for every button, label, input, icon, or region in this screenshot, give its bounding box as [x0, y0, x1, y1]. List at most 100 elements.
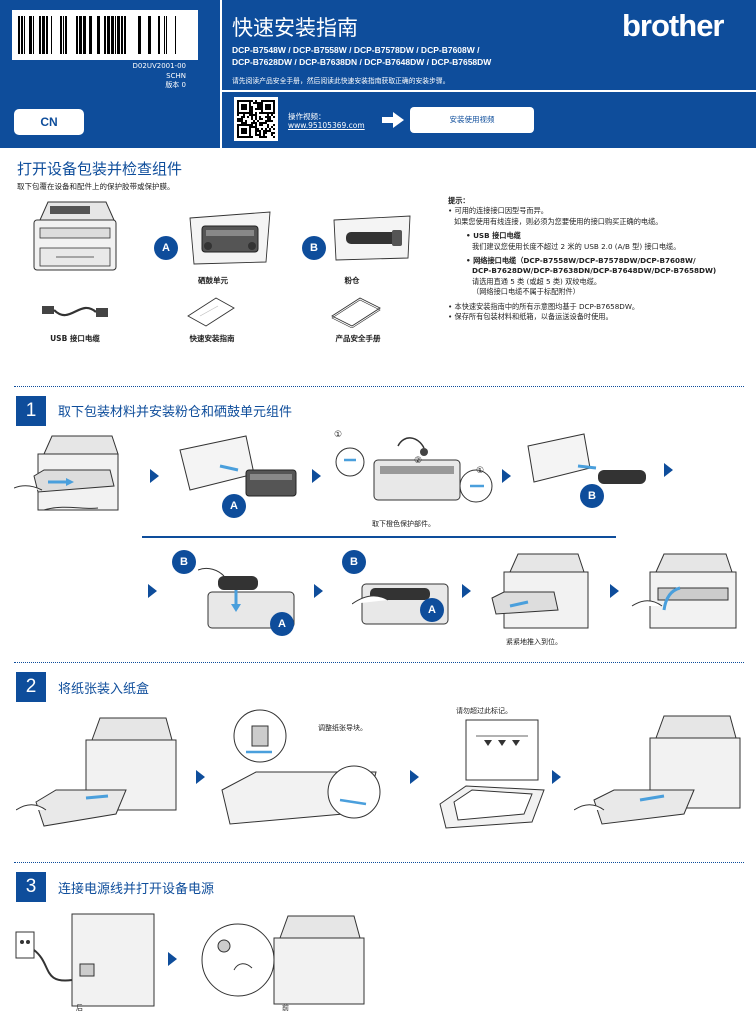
- qr-module: [251, 118, 253, 120]
- qr-module: [267, 116, 269, 118]
- tips-usb-title: • USB 接口电缆: [466, 231, 521, 241]
- qr-module: [269, 116, 271, 118]
- qr-module: [249, 108, 251, 110]
- drum-unit-illustration: [189, 211, 271, 265]
- step-1-title: 取下包装材料并安装粉仓和硒鼓单元组件: [58, 405, 293, 420]
- qr-module: [265, 106, 267, 108]
- arrow-step2-1: [196, 770, 205, 784]
- label-quick-setup-guide: 快速安装指南: [189, 334, 235, 343]
- qr-module: [265, 116, 267, 118]
- qr-module: [255, 130, 257, 132]
- qr-module: [265, 122, 267, 124]
- qr-module: [243, 116, 245, 118]
- model-line-1: DCP-B7548W / DCP-B7558W / DCP-B7578DW / …: [232, 45, 480, 55]
- qr-module: [237, 124, 239, 126]
- qr-module: [257, 106, 259, 108]
- qr-module: [245, 128, 247, 130]
- qr-module: [267, 118, 269, 120]
- qr-module: [257, 134, 259, 136]
- unpack-title: 打开设备包装并检查组件: [17, 160, 183, 178]
- product-safety-guide-icon: [331, 297, 381, 328]
- tips-title: 提示：: [448, 196, 470, 205]
- usb-cable-icon: [42, 306, 108, 317]
- qr-module: [251, 122, 253, 124]
- qr-module: [261, 112, 263, 114]
- marker-circle-2: ②: [414, 456, 423, 466]
- qr-module: [263, 100, 265, 102]
- qr-module: [239, 118, 241, 120]
- qr-module: [243, 108, 245, 110]
- arrow-step1-6: [314, 584, 323, 598]
- barcode-bar: [107, 16, 110, 54]
- qr-module: [241, 106, 243, 108]
- barcode-bar: [148, 16, 151, 54]
- qr-module: [257, 108, 259, 110]
- video-link[interactable]: www.95105369.com: [288, 121, 365, 130]
- remove-orange-parts-illustration: [335, 437, 493, 503]
- qr-module: [241, 124, 243, 126]
- qr-module: [259, 132, 261, 134]
- doc-code: D02UV2001-00: [132, 62, 186, 70]
- qr-module: [245, 112, 247, 114]
- qr-module: [269, 100, 271, 102]
- barcode-bar: [21, 16, 23, 54]
- barcode-bar: [83, 16, 86, 54]
- qr-module: [253, 120, 255, 122]
- open-front-cover-illustration: [14, 435, 119, 511]
- qr-module: [245, 104, 247, 106]
- qr-module: [241, 112, 243, 114]
- qr-module: [269, 112, 271, 114]
- barcode-bar: [46, 16, 48, 54]
- qr-module: [249, 112, 251, 114]
- header-band: D02UV2001-00 SCHN 版本 0 CN 快速安装指南 brother…: [0, 0, 756, 148]
- qr-module: [247, 100, 249, 102]
- setup-video-button[interactable]: 安装使用视频: [410, 107, 534, 133]
- qr-module: [263, 132, 265, 134]
- qr-module: [241, 136, 243, 138]
- qr-module: [259, 112, 261, 114]
- qr-module: [243, 112, 245, 114]
- qr-module: [259, 122, 261, 124]
- qr-module: [241, 100, 243, 102]
- qr-module: [267, 112, 269, 114]
- qr-module: [255, 112, 257, 114]
- barcode-bar: [63, 16, 64, 54]
- qr-module: [271, 134, 273, 136]
- step-2-title: 将纸张装入纸盒: [58, 682, 150, 697]
- qr-module: [243, 114, 245, 116]
- header-vertical-divider: [220, 0, 222, 148]
- qr-module: [253, 102, 255, 104]
- qr-module: [247, 112, 249, 114]
- qr-module: [237, 130, 239, 132]
- qr-module: [259, 106, 261, 108]
- barcode-bar: [111, 16, 114, 54]
- barcode-bar: [175, 16, 176, 54]
- insert-drum-into-printer-illustration: [491, 553, 589, 629]
- model-list: DCP-B7548W / DCP-B7558W / DCP-B7578DW / …: [232, 44, 652, 68]
- caption-remove-orange: 取下橙色保护部件。: [372, 520, 435, 528]
- model-line-2: DCP-B7628DW / DCP-B7638DN / DCP-B7648DW …: [232, 57, 492, 67]
- step1-badge-a: A: [222, 494, 246, 518]
- insert-paper-tray-illustration: [574, 715, 741, 825]
- qr-module: [271, 114, 273, 116]
- qr-module: [251, 110, 253, 112]
- tips-line-4: • 保存所有包装材料和纸箱，以备运送设备时使用。: [448, 312, 613, 322]
- qr-module: [237, 110, 239, 112]
- qr-code-icon[interactable]: [234, 97, 278, 141]
- header-horizontal-divider: [222, 90, 756, 92]
- qr-module: [251, 116, 253, 118]
- qr-module: [241, 122, 243, 124]
- arrow-step1-5: [148, 584, 157, 598]
- qr-module: [237, 100, 239, 102]
- qr-module: [267, 126, 269, 128]
- qr-module: [267, 124, 269, 126]
- qr-module: [251, 112, 253, 114]
- qr-module: [253, 114, 255, 116]
- barcode-bar: [65, 16, 67, 54]
- qr-module: [237, 114, 239, 116]
- barcode-bar: [117, 16, 120, 54]
- qr-module: [273, 108, 275, 110]
- qr-module: [269, 104, 271, 106]
- qr-module: [267, 106, 269, 108]
- barcode-bar: [89, 16, 92, 54]
